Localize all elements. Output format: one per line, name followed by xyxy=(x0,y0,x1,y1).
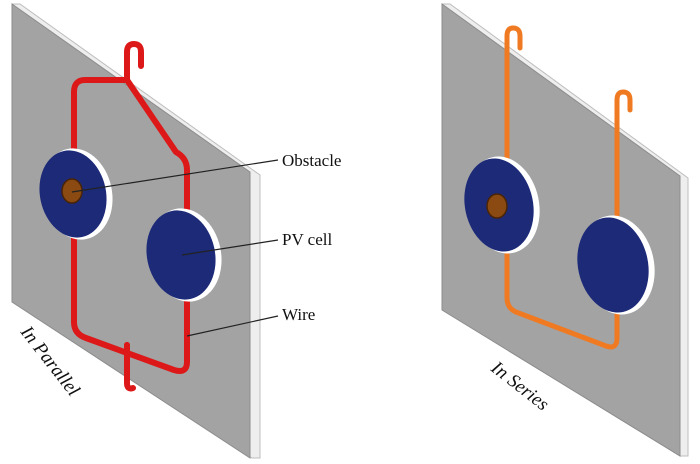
wire-label: Wire xyxy=(282,305,315,324)
series-obstacle xyxy=(486,193,508,219)
wire-leader-line xyxy=(186,315,279,337)
pv-cell-label: PV cell xyxy=(282,230,332,249)
series-wire-top-hook-2 xyxy=(614,89,633,128)
obstacle-label: Obstacle xyxy=(282,151,341,170)
series-panel: In Series xyxy=(441,3,689,457)
series-pv-cell-2 xyxy=(577,217,649,313)
series-wire xyxy=(504,60,620,350)
parallel-wire-top-hook xyxy=(124,40,144,83)
parallel-wire-bottom-hook xyxy=(124,342,136,392)
series-board xyxy=(441,3,681,457)
obstacle-leader-line xyxy=(71,159,279,193)
parallel-pv-cell-2 xyxy=(146,210,216,300)
parallel-panel: Obstacle PV cell Wire In Parallel xyxy=(11,3,341,459)
series-wire-top-hook-1 xyxy=(504,25,523,63)
pv-cell-leader-line xyxy=(181,239,279,256)
